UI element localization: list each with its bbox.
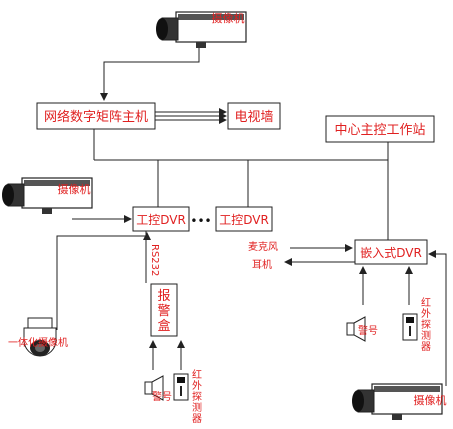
- left-camera-label: 摄像机: [58, 182, 91, 196]
- matrix-host-node: 网络数字矩阵主机: [36, 102, 156, 130]
- tv-wall-label: 电视墙: [234, 110, 273, 125]
- ipc-dvr-2-node: 工控DVR: [215, 206, 273, 232]
- top-camera-label: 摄像机: [212, 11, 245, 25]
- right-siren-label: 警号: [358, 324, 378, 337]
- right-ir-label: 红外探测器: [421, 296, 431, 353]
- ir-detector-icon: [173, 373, 189, 401]
- alarm-box-node: [150, 283, 178, 337]
- network-bus: [93, 129, 389, 240]
- tv-wall-node: 电视墙: [227, 102, 281, 130]
- microphone-label: 麦克风: [248, 241, 278, 253]
- bottom-camera-link: [428, 250, 447, 386]
- ipc-dvr-2-label: 工控DVR: [219, 213, 269, 227]
- ipc-dvr-1-node: 工控DVR: [132, 206, 190, 232]
- top-camera: 摄像机: [155, 11, 247, 49]
- right-ir-detector: [402, 313, 418, 341]
- alarm-box-label: 报警盒: [157, 289, 170, 334]
- ellipsis-dots: •••: [190, 214, 211, 228]
- ipc-dvr-1-label: 工控DVR: [136, 213, 186, 227]
- dome-camera: 一体化摄像机: [8, 317, 68, 357]
- bottom-camera-label: 摄像机: [414, 393, 447, 407]
- matrix-to-tvwall-arrows: [155, 108, 227, 124]
- rs232-label: RS232: [149, 244, 160, 276]
- embedded-dvr-node: 嵌入式DVR: [354, 239, 428, 265]
- center-station-node: 中心主控工作站: [325, 115, 435, 143]
- ir-detector-icon: [402, 313, 418, 341]
- bottom-right-camera: 摄像机: [351, 383, 447, 421]
- left-ir-detector: [173, 373, 189, 401]
- dome-camera-link: [56, 232, 151, 330]
- left-camera: 摄像机: [1, 177, 93, 215]
- left-ir-label: 红外探测器: [192, 368, 202, 425]
- right-siren: 警号: [346, 316, 378, 342]
- matrix-host-label: 网络数字矩阵主机: [44, 109, 148, 125]
- dome-camera-icon: [23, 317, 57, 357]
- earphone-label: 耳机: [252, 258, 272, 271]
- left-siren: 警号: [144, 375, 172, 403]
- center-station-label: 中心主控工作站: [334, 123, 425, 138]
- top-camera-link: [100, 48, 200, 101]
- left-siren-label: 警号: [152, 390, 172, 403]
- embedded-dvr-label: 嵌入式DVR: [360, 246, 422, 260]
- dome-camera-label: 一体化摄像机: [8, 336, 68, 349]
